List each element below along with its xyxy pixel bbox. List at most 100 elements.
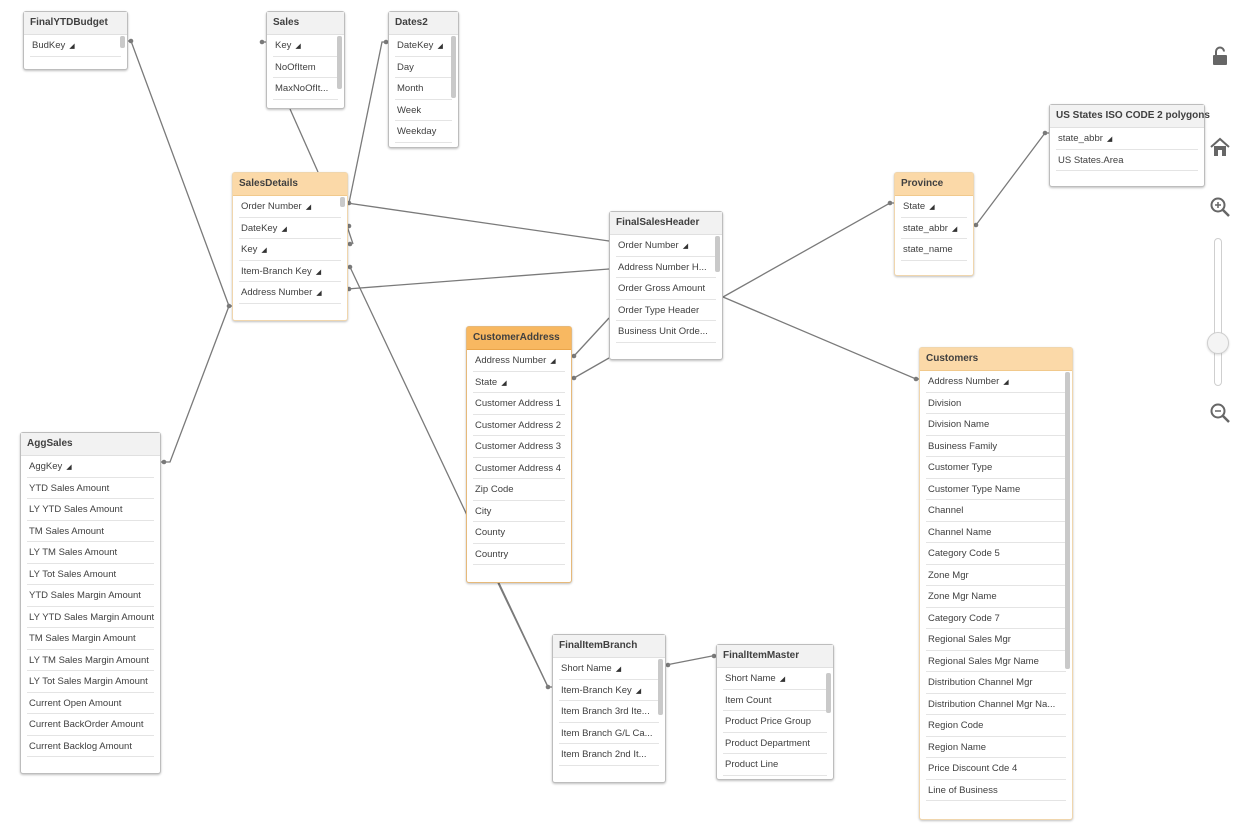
unlock-icon[interactable] [1209,45,1231,67]
field-row[interactable]: Product Department [723,733,827,754]
home-icon[interactable] [1209,136,1231,158]
field-row[interactable]: state_abbr◢ [901,218,967,239]
field-row[interactable]: Address Number◢ [239,282,341,304]
table-customeraddress[interactable]: CustomerAddress Address Number◢State◢Cus… [466,326,572,583]
table-header[interactable]: Province [895,173,973,196]
table-header[interactable]: Customers [920,348,1072,371]
table-header[interactable]: FinalItemMaster [717,645,833,668]
field-row[interactable]: Customer Address 3 [473,436,565,458]
table-header[interactable]: Dates2 [389,12,458,35]
field-row[interactable]: LY Tot Sales Margin Amount [27,671,154,693]
field-row[interactable]: Business Unit Orde... [616,321,716,343]
field-row[interactable]: Business Family [926,436,1066,457]
field-row[interactable]: Distribution Channel Mgr Na... [926,694,1066,715]
field-row[interactable]: Order Number◢ [239,196,341,218]
field-row[interactable]: State◢ [901,196,967,218]
field-row[interactable]: Zone Mgr Name [926,586,1066,608]
field-row[interactable]: Current Backlog Amount [27,736,154,757]
field-row[interactable]: Order Type Header [616,300,716,321]
field-row[interactable]: County [473,522,565,544]
field-row[interactable]: Item Branch 3rd Ite... [559,701,659,723]
field-row[interactable]: Category Code 5 [926,543,1066,565]
table-scrollbar[interactable] [715,236,720,272]
field-row[interactable]: Address Number◢ [926,371,1066,393]
field-row[interactable]: LY YTD Sales Amount [27,499,154,521]
field-row[interactable]: Weekday [395,121,452,143]
field-row[interactable]: Item-Branch Key◢ [559,680,659,701]
table-header[interactable]: FinalYTDBudget [24,12,127,35]
field-row[interactable]: Customer Address 4 [473,458,565,479]
field-row[interactable]: MaxNoOfIt... [273,78,338,100]
field-row[interactable]: Address Number H... [616,257,716,278]
table-scrollbar[interactable] [1065,372,1070,669]
field-row[interactable]: LY TM Sales Margin Amount [27,650,154,671]
field-row[interactable]: Channel Name [926,522,1066,543]
field-row[interactable]: Order Number◢ [616,235,716,257]
field-row[interactable]: Current Open Amount [27,693,154,714]
table-scrollbar[interactable] [337,36,342,89]
table-province[interactable]: Province State◢state_abbr◢state_name [894,172,974,276]
field-row[interactable]: NoOfItem [273,57,338,78]
field-row[interactable]: Zone Mgr [926,565,1066,586]
field-row[interactable]: Order Gross Amount [616,278,716,300]
table-header[interactable]: Sales [267,12,344,35]
table-header[interactable]: SalesDetails [233,173,347,196]
field-row[interactable]: Region Name [926,737,1066,758]
field-row[interactable]: Product Price Group [723,711,827,733]
field-row[interactable]: Key◢ [273,35,338,57]
field-row[interactable]: State◢ [473,372,565,393]
field-row[interactable]: YTD Sales Margin Amount [27,585,154,607]
table-header[interactable]: FinalItemBranch [553,635,665,658]
field-row[interactable]: Current BackOrder Amount [27,714,154,736]
field-row[interactable]: BudKey◢ [30,35,121,57]
field-row[interactable]: Customer Address 2 [473,415,565,436]
table-header[interactable]: FinalSalesHeader [610,212,722,235]
table-header[interactable]: CustomerAddress [467,327,571,350]
field-row[interactable]: Customer Type [926,457,1066,479]
field-row[interactable]: Category Code 7 [926,608,1066,629]
field-row[interactable]: Week [395,100,452,121]
table-us-states[interactable]: US States ISO CODE 2 polygons state_abbr… [1049,104,1210,187]
field-row[interactable]: Region Code [926,715,1066,737]
table-scrollbar[interactable] [451,36,456,98]
field-row[interactable]: AggKey◢ [27,456,154,478]
table-finalitembranch[interactable]: FinalItemBranch Short Name◢Item-Branch K… [552,634,666,783]
field-row[interactable]: Product Line [723,754,827,776]
field-row[interactable]: Zip Code [473,479,565,501]
field-row[interactable]: City [473,501,565,522]
field-row[interactable]: Price Discount Cde 4 [926,758,1066,780]
field-row[interactable]: Address Number◢ [473,350,565,372]
field-row[interactable]: Short Name◢ [723,668,827,690]
field-row[interactable]: Customer Address 1 [473,393,565,415]
table-scrollbar[interactable] [658,659,663,715]
field-row[interactable]: Regional Sales Mgr Name [926,651,1066,672]
field-row[interactable]: state_name [901,239,967,261]
table-header[interactable]: US States ISO CODE 2 polygons [1050,105,1210,128]
field-row[interactable]: LY TM Sales Amount [27,542,154,564]
field-row[interactable]: Division [926,393,1066,414]
table-salesdetails[interactable]: SalesDetails Order Number◢DateKey◢Key◢It… [232,172,348,321]
table-finalsalesheader[interactable]: FinalSalesHeader Order Number◢Address Nu… [609,211,723,360]
field-row[interactable]: TM Sales Amount [27,521,154,542]
field-row[interactable]: state_abbr◢ [1056,128,1198,150]
field-row[interactable]: Country [473,544,565,565]
field-row[interactable]: DateKey◢ [395,35,452,57]
field-row[interactable]: Item-Branch Key◢ [239,261,341,282]
zoom-in-icon[interactable] [1209,196,1231,218]
field-row[interactable]: Short Name◢ [559,658,659,680]
field-row[interactable]: Day [395,57,452,78]
field-row[interactable]: LY YTD Sales Margin Amount [27,607,154,628]
field-row[interactable]: Line of Business [926,780,1066,801]
field-row[interactable]: TM Sales Margin Amount [27,628,154,650]
zoom-out-icon[interactable] [1209,402,1231,424]
field-row[interactable]: Division Name [926,414,1066,436]
field-row[interactable]: Item Count [723,690,827,711]
field-row[interactable]: US States.Area [1056,150,1198,171]
zoom-slider[interactable] [1214,238,1222,386]
field-row[interactable]: YTD Sales Amount [27,478,154,499]
field-row[interactable]: Regional Sales Mgr [926,629,1066,651]
